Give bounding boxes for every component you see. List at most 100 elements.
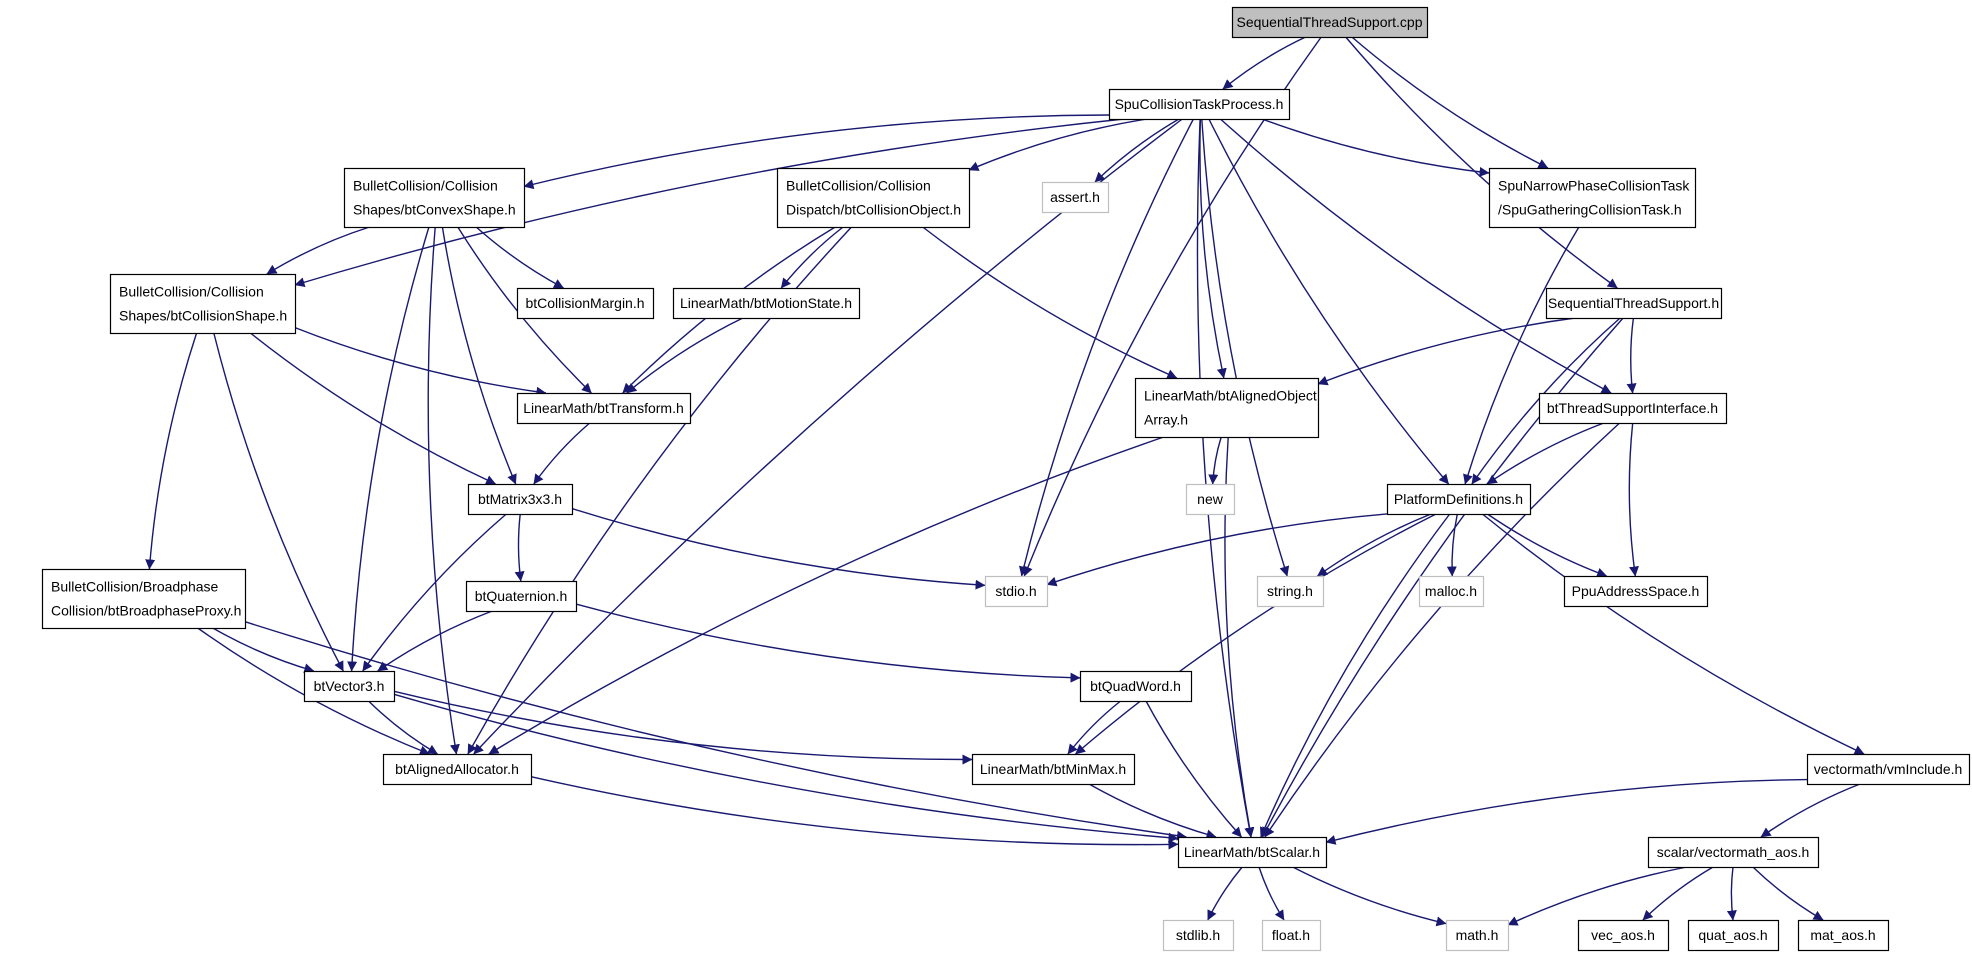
edge-seqh-to-alignedarr (1317, 317, 1576, 386)
edge-alignedarr-to-new (1208, 436, 1222, 485)
node-stdlib-label-0: stdlib.h (1176, 927, 1220, 943)
edge-quat-to-vector (377, 610, 493, 672)
node-scalar-box (1177, 836, 1328, 869)
node-stdlib-box (1162, 919, 1235, 952)
node-collobj[interactable]: BulletCollision/CollisionDispatch/btColl… (776, 167, 971, 229)
node-convex[interactable]: BulletCollision/CollisionShapes/btConvex… (343, 167, 526, 229)
node-vmincl[interactable]: vectormath/vmInclude.h (1806, 753, 1971, 786)
node-mat_aos[interactable]: mat_aos.h (1797, 919, 1890, 952)
node-collshape-label-0: BulletCollision/Collision (119, 284, 264, 300)
edge-platform-to-ppu (1487, 513, 1608, 578)
node-seqh-box (1545, 287, 1723, 320)
node-allocator[interactable]: btAlignedAllocator.h (382, 753, 533, 786)
node-motion-box (672, 287, 861, 320)
node-collshape[interactable]: BulletCollision/CollisionShapes/btCollis… (109, 273, 297, 335)
node-float-label-0: float.h (1272, 927, 1310, 943)
node-threadif[interactable]: btThreadSupportInterface.h (1538, 392, 1728, 425)
node-seqh[interactable]: SequentialThreadSupport.h (1545, 287, 1723, 320)
node-broadphase[interactable]: BulletCollision/BroadphaseCollision/btBr… (41, 568, 247, 630)
node-minmax-box (971, 753, 1136, 786)
edge-vector-to-minmax (393, 690, 973, 765)
edge-vector-to-allocator (368, 700, 438, 755)
node-alignedarr-label-1: Array.h (1144, 412, 1188, 428)
node-matrix-label-0: btMatrix3x3.h (478, 491, 562, 507)
node-platform[interactable]: PlatformDefinitions.h (1386, 483, 1532, 516)
edge-collshape-to-vector (213, 332, 344, 672)
edge-spuproc-to-assert (1094, 118, 1180, 183)
edge-broadphase-to-vector (212, 627, 315, 674)
node-transform-box (516, 392, 692, 425)
node-margin-box (516, 287, 655, 320)
node-minmax[interactable]: LinearMath/btMinMax.h (971, 753, 1136, 786)
edge-platform-to-vmincl (1481, 513, 1865, 755)
edge-matrix-to-stdio (571, 507, 986, 590)
node-root[interactable]: SequentialThreadSupport.cpp (1231, 6, 1429, 39)
node-quadword[interactable]: btQuadWord.h (1079, 670, 1193, 703)
edge-spunarrow-to-platform (1463, 226, 1580, 485)
node-quat_aos-label-0: quat_aos.h (1698, 927, 1767, 943)
edge-allocator-to-scalar (530, 776, 1179, 850)
edge-spuproc-to-threadif (1219, 118, 1612, 394)
edge-motion-to-transform (626, 317, 744, 394)
edge-convex-to-allocator (427, 226, 460, 755)
node-spunarrow-label-0: SpuNarrowPhaseCollisionTask (1498, 178, 1690, 194)
edge-spuproc-to-collshape (294, 118, 1125, 288)
node-mat_aos-label-0: mat_aos.h (1810, 927, 1875, 943)
node-quat_aos-box (1687, 919, 1780, 952)
node-transform[interactable]: LinearMath/btTransform.h (516, 392, 692, 425)
node-platform-box (1386, 483, 1532, 516)
node-quat_aos[interactable]: quat_aos.h (1687, 919, 1780, 952)
node-root-box (1231, 6, 1429, 39)
node-string-label-0: string.h (1267, 583, 1313, 599)
node-spunarrow[interactable]: SpuNarrowPhaseCollisionTask/SpuGathering… (1488, 167, 1697, 229)
node-collobj-label-1: Dispatch/btCollisionObject.h (786, 202, 961, 218)
edge-vecaos-to-vec_aos (1642, 866, 1714, 921)
edge-vmincl-to-scalar (1325, 778, 1808, 845)
node-assert-box (1041, 181, 1110, 214)
node-mat_aos-box (1797, 919, 1890, 952)
edge-platform-to-scalar (1260, 513, 1451, 838)
node-vector[interactable]: btVector3.h (303, 670, 396, 703)
node-broadphase-label-0: BulletCollision/Broadphase (51, 579, 219, 595)
node-stdio-box (984, 575, 1049, 608)
node-spuproc[interactable]: SpuCollisionTaskProcess.h (1108, 88, 1291, 121)
node-matrix[interactable]: btMatrix3x3.h (467, 483, 574, 516)
node-stdlib: stdlib.h (1162, 919, 1235, 952)
node-alignedarr-label-0: LinearMath/btAlignedObject (1144, 388, 1317, 404)
node-quadword-box (1079, 670, 1193, 703)
node-seqh-label-0: SequentialThreadSupport.h (1548, 295, 1719, 311)
edge-alignedarr-to-allocator (488, 436, 1164, 755)
node-margin[interactable]: btCollisionMargin.h (516, 287, 655, 320)
node-convex-label-1: Shapes/btConvexShape.h (353, 202, 516, 218)
node-allocator-box (382, 753, 533, 786)
node-convex-label-0: BulletCollision/Collision (353, 178, 498, 194)
node-spuproc-label-0: SpuCollisionTaskProcess.h (1115, 96, 1284, 112)
edge-platform-to-string (1317, 513, 1432, 577)
edge-spuproc-to-collobj (968, 118, 1147, 171)
node-quadword-label-0: btQuadWord.h (1090, 678, 1181, 694)
node-scalar[interactable]: LinearMath/btScalar.h (1177, 836, 1328, 869)
edge-vecaos-to-math (1507, 866, 1687, 926)
node-spuproc-box (1108, 88, 1291, 121)
node-float: float.h (1261, 919, 1322, 952)
edge-convex-to-collshape (266, 226, 370, 275)
node-allocator-label-0: btAlignedAllocator.h (395, 761, 519, 777)
edge-transform-to-matrix (533, 422, 591, 485)
node-math-label-0: math.h (1456, 927, 1499, 943)
edge-platform-to-minmax (1075, 513, 1437, 755)
node-vecaos-box (1647, 836, 1820, 869)
node-quat[interactable]: btQuaternion.h (465, 580, 578, 613)
node-vec_aos[interactable]: vec_aos.h (1577, 919, 1670, 952)
node-ppu[interactable]: PpuAddressSpace.h (1563, 575, 1709, 608)
edge-vector-to-scalar (393, 693, 1179, 843)
node-vector-box (303, 670, 396, 703)
node-vecaos[interactable]: scalar/vectormath_aos.h (1647, 836, 1820, 869)
edge-scalar-to-math (1292, 866, 1447, 927)
edge-spuproc-to-stdio (1019, 118, 1195, 577)
edge-root-to-seqh (1345, 36, 1618, 289)
node-stdio-label-0: stdio.h (995, 583, 1036, 599)
node-new-box (1185, 483, 1236, 516)
node-margin-label-0: btCollisionMargin.h (525, 295, 644, 311)
node-motion[interactable]: LinearMath/btMotionState.h (672, 287, 861, 320)
